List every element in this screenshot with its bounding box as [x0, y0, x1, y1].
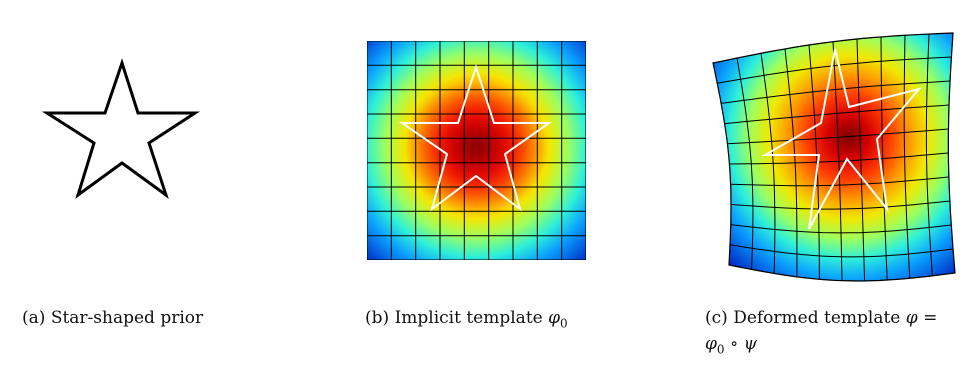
caption-c-math-3: ψ: [743, 334, 758, 354]
caption-b-label: (b): [365, 308, 390, 328]
deformed-border: [712, 32, 956, 282]
caption-b-math: φ: [548, 308, 561, 328]
caption-c: (c) Deformed template φ = φ0 ∘ ψ: [705, 305, 975, 362]
caption-c-label: (c): [705, 308, 728, 328]
caption-c-op: ∘: [729, 334, 739, 354]
star-shape: [41, 58, 201, 199]
template-star-outline: [398, 63, 553, 212]
grid-lines: [367, 41, 586, 260]
star-outline-figure: [41, 58, 201, 199]
panel-c-deformed-template: [707, 27, 967, 282]
deformed-grid-line-h: [730, 200, 950, 210]
heatmap-core: [406, 81, 546, 213]
deformed-grid-line-h: [729, 244, 954, 258]
deformed-grid-line-v: [880, 36, 888, 281]
deformed-grid-line-h: [730, 176, 949, 187]
caption-c-math-2-sub: 0: [716, 342, 725, 357]
caption-c-math-1: φ: [905, 308, 918, 328]
deformed-grid-line-v: [903, 35, 911, 279]
caption-a-text: Star-shaped prior: [50, 308, 204, 328]
panel-a-star-prior: [30, 55, 210, 215]
caption-b-text: Implicit template: [394, 308, 543, 328]
caption-b: (b) Implicit template φ0: [365, 305, 568, 336]
caption-a-label: (a): [22, 308, 46, 328]
deformed-heatmap: [713, 33, 955, 281]
deformed-grid-line-v: [925, 34, 933, 276]
deformed-star-outline: [761, 48, 922, 230]
implicit-template-figure: [367, 41, 586, 260]
caption-c-text: Deformed template: [733, 308, 901, 328]
caption-c-math-2: φ: [705, 334, 717, 354]
deformed-grid-line-v: [856, 38, 866, 281]
panel-b-implicit-template: [367, 41, 586, 260]
caption-c-eq: =: [923, 308, 938, 328]
caption-b-math-sub: 0: [560, 316, 568, 331]
deformed-template-figure: [712, 32, 956, 282]
deformed-grid-line-v: [832, 41, 843, 281]
caption-a: (a) Star-shaped prior: [22, 305, 203, 331]
deformed-grid-line-h: [730, 224, 952, 234]
